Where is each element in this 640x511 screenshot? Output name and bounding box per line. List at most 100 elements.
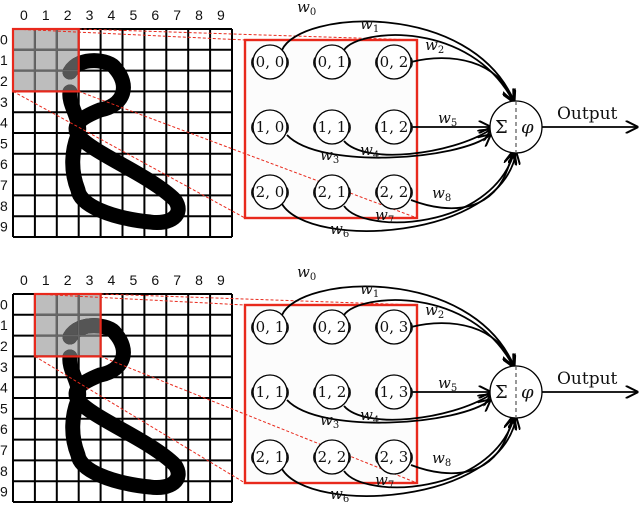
input-node-label: (1, 2) <box>312 383 352 401</box>
input-node-label: (2, 3) <box>374 448 414 466</box>
input-node <box>314 309 350 345</box>
weight-label-w8: w8 <box>432 449 451 469</box>
input-node-label: (1, 1) <box>250 383 290 401</box>
column-label: 9 <box>217 272 225 288</box>
row-label: 4 <box>0 115 8 131</box>
input-node <box>252 109 288 145</box>
weight-label-w3: w3 <box>320 411 339 431</box>
weight-label-w1: w1 <box>360 15 379 35</box>
weight-connection-w2 <box>410 57 512 101</box>
projection-line <box>12 28 246 41</box>
input-node <box>376 309 412 345</box>
row-label: 7 <box>0 177 8 193</box>
column-label: 5 <box>129 272 137 288</box>
weight-label-w0: w0 <box>297 263 316 283</box>
row-label: 8 <box>0 463 8 479</box>
column-label: 0 <box>20 7 28 23</box>
input-node <box>376 174 412 210</box>
row-label: 9 <box>0 484 8 500</box>
weight-connection-w7 <box>343 418 514 489</box>
input-node <box>314 174 350 210</box>
sum-symbol: Σ <box>495 117 508 138</box>
receptive-field-window <box>33 292 102 358</box>
weight-label-w3: w3 <box>320 146 339 166</box>
input-node-label: (2, 1) <box>250 448 290 466</box>
weight-connection-w0 <box>281 285 514 366</box>
row-label: 7 <box>0 442 8 458</box>
column-label: 1 <box>42 7 50 23</box>
weight-label-w2: w2 <box>425 301 444 321</box>
row-label: 8 <box>0 198 8 214</box>
row-label: 1 <box>0 52 8 68</box>
row-label: 1 <box>0 317 8 333</box>
input-node <box>252 174 288 210</box>
input-node <box>252 374 288 410</box>
column-label: 3 <box>86 7 94 23</box>
weight-connection-w3 <box>286 135 490 159</box>
input-node <box>314 439 350 475</box>
projection-line <box>100 293 418 306</box>
input-node <box>314 44 350 80</box>
row-label: 5 <box>0 135 8 151</box>
input-node-label: (1, 1) <box>312 118 352 136</box>
input-node <box>376 44 412 80</box>
input-node-label: (1, 0) <box>250 118 290 136</box>
column-label: 7 <box>173 272 181 288</box>
input-node-label: (0, 2) <box>312 318 352 336</box>
weight-connection-w0 <box>281 20 514 101</box>
weight-label-w1: w1 <box>360 280 379 300</box>
column-label: 7 <box>173 7 181 23</box>
weight-connection-w3 <box>286 400 490 424</box>
input-node <box>376 374 412 410</box>
column-label: 6 <box>151 272 159 288</box>
receptive-field-window <box>11 27 80 93</box>
row-label: 0 <box>0 296 8 312</box>
input-node-label: (1, 3) <box>374 383 414 401</box>
weight-label-w5: w5 <box>438 374 457 394</box>
projection-line <box>34 355 246 484</box>
weight-label-w4: w4 <box>360 406 379 426</box>
column-label: 8 <box>195 7 203 23</box>
row-label: 5 <box>0 400 8 416</box>
input-node <box>252 44 288 80</box>
weight-connection-w2 <box>410 322 512 366</box>
weight-label-w5: w5 <box>438 109 457 129</box>
row-label: 6 <box>0 156 8 172</box>
row-label: 0 <box>0 31 8 47</box>
weight-connection-w7 <box>343 153 514 224</box>
column-label: 1 <box>42 272 50 288</box>
row-label: 2 <box>0 73 8 89</box>
input-node-label: (2, 2) <box>374 183 414 201</box>
projection-line <box>78 28 418 41</box>
column-label: 2 <box>64 7 72 23</box>
row-label: 4 <box>0 380 8 396</box>
input-node-label: (0, 1) <box>250 318 290 336</box>
weight-label-w8: w8 <box>432 184 451 204</box>
weight-connection-w4 <box>343 130 490 156</box>
weight-label-w6: w6 <box>330 220 349 240</box>
input-node <box>252 309 288 345</box>
weight-connection-w4 <box>343 395 490 421</box>
column-label: 9 <box>217 7 225 23</box>
column-label: 3 <box>86 272 94 288</box>
digit-8-stroke <box>62 53 186 231</box>
output-label: Output <box>557 104 618 124</box>
input-node-label: (0, 3) <box>374 318 414 336</box>
projection-line <box>100 355 418 484</box>
input-node <box>252 439 288 475</box>
column-label: 6 <box>151 7 159 23</box>
weight-connection-w8 <box>410 418 512 475</box>
column-label: 4 <box>108 7 116 23</box>
sum-symbol: Σ <box>495 382 508 403</box>
row-label: 9 <box>0 219 8 235</box>
column-label: 2 <box>64 272 72 288</box>
input-node-label: (0, 2) <box>374 53 414 71</box>
column-label: 4 <box>108 272 116 288</box>
weight-label-w7: w7 <box>375 471 394 491</box>
input-node-label: (1, 2) <box>374 118 414 136</box>
input-node-label: (2, 0) <box>250 183 290 201</box>
column-label: 0 <box>20 272 28 288</box>
